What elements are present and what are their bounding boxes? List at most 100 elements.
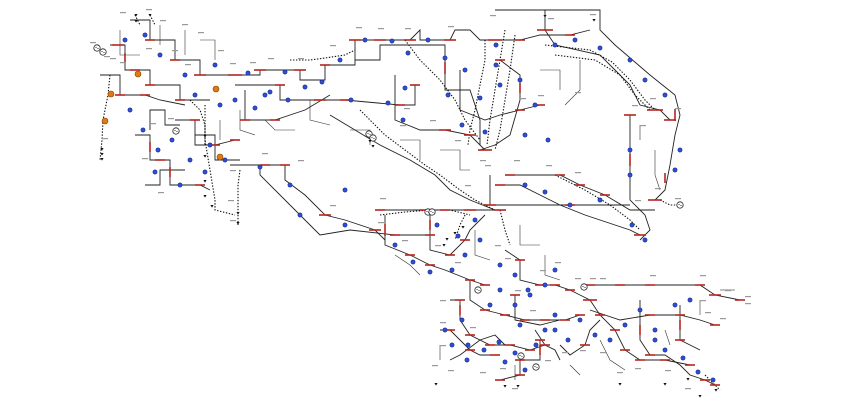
bus-label xyxy=(435,245,441,247)
bus-label xyxy=(262,153,268,155)
breaker-node xyxy=(496,339,502,345)
transmission-line xyxy=(200,39,216,60)
bus-label xyxy=(470,327,476,329)
transmission-line xyxy=(589,309,716,326)
load-arrow-icon xyxy=(368,140,372,143)
breaker-node xyxy=(502,359,508,365)
transmission-line xyxy=(679,305,701,351)
bus-label xyxy=(230,220,236,222)
bus-label xyxy=(495,245,501,247)
load-arrow-icon xyxy=(203,195,207,198)
bus-label xyxy=(555,262,561,264)
breaker-node xyxy=(493,42,499,48)
breaker-node xyxy=(362,37,368,43)
bus-label xyxy=(378,222,384,224)
bus-label xyxy=(168,118,174,120)
transmission-line xyxy=(100,74,186,106)
load-arrow-icon xyxy=(134,20,138,23)
load-arrow-icon xyxy=(592,19,596,22)
buses xyxy=(112,29,745,386)
bus-label xyxy=(575,278,581,280)
breaker-node xyxy=(157,52,163,58)
breaker-node xyxy=(459,122,465,128)
generator-wave xyxy=(100,50,106,54)
transmission-line xyxy=(235,84,416,106)
transmission-line xyxy=(489,175,630,206)
tie-line xyxy=(494,34,516,151)
highlight-node xyxy=(134,70,142,78)
breaker-node xyxy=(577,317,583,323)
breaker-node xyxy=(552,327,558,333)
bus-label xyxy=(485,165,491,167)
breaker-node xyxy=(552,312,558,318)
transmission-line xyxy=(329,114,496,211)
bus-label xyxy=(455,140,461,142)
breaker-node xyxy=(177,182,183,188)
breaker-node xyxy=(455,233,461,239)
bus-label xyxy=(538,95,544,97)
bus-label xyxy=(617,372,623,374)
tie-line xyxy=(237,169,241,225)
load-arrow-icon xyxy=(434,383,438,386)
transmission-line xyxy=(495,29,591,41)
breaker-node xyxy=(642,77,648,83)
transmission-line xyxy=(449,334,506,361)
bus-label xyxy=(515,290,521,292)
breaker-node xyxy=(187,157,193,163)
bus-label xyxy=(110,58,116,60)
bus-label xyxy=(182,24,188,26)
tie-line xyxy=(359,109,496,211)
bus-label xyxy=(562,352,568,354)
bus-label xyxy=(440,322,446,324)
breaker-node xyxy=(512,272,518,278)
breaker-node xyxy=(337,57,343,63)
tie-line xyxy=(134,14,141,26)
breaker-node xyxy=(629,222,635,228)
tie-line xyxy=(704,374,721,391)
transmission-line xyxy=(534,329,561,361)
load-arrow-icon xyxy=(134,14,138,17)
breaker-node xyxy=(462,67,468,73)
breaker-node xyxy=(597,197,603,203)
breaker-node xyxy=(565,337,571,343)
tie-line xyxy=(554,54,651,111)
transmission-line xyxy=(230,164,386,241)
bus-label xyxy=(675,108,681,110)
breaker-node xyxy=(402,85,408,91)
transmission-line xyxy=(544,10,671,121)
transmission-lines xyxy=(100,9,741,386)
bus-label xyxy=(120,62,126,64)
generators xyxy=(93,44,684,371)
breaker-node xyxy=(497,287,503,293)
breaker-node xyxy=(627,57,633,63)
transmission-line xyxy=(309,100,331,126)
bus-label xyxy=(402,240,408,242)
breaker-node xyxy=(533,342,539,348)
breaker-node xyxy=(552,42,558,48)
bus-label xyxy=(448,26,454,28)
load-arrow-icon xyxy=(236,222,240,225)
loads xyxy=(100,14,718,398)
transmission-line xyxy=(429,214,486,256)
breaker-node xyxy=(522,182,528,188)
breaker-node xyxy=(425,37,431,43)
transmission-line xyxy=(210,40,356,81)
load-arrow-icon xyxy=(100,148,104,151)
bus-label xyxy=(512,388,518,390)
breaker-node xyxy=(552,267,558,273)
transmission-line xyxy=(664,329,671,346)
transmission-line xyxy=(239,110,256,136)
transmission-line xyxy=(474,230,491,261)
bus-label xyxy=(158,192,164,194)
generator-wave xyxy=(94,46,100,50)
bus-label xyxy=(590,14,596,16)
breaker-node xyxy=(652,337,658,343)
breaker-node xyxy=(477,237,483,243)
breaker-node xyxy=(525,287,531,293)
breaker-node xyxy=(285,97,291,103)
load-arrow-icon xyxy=(663,383,667,386)
breaker-node xyxy=(662,92,668,98)
breaker-node xyxy=(512,302,518,308)
load-arrow-icon xyxy=(543,15,547,18)
bus-label xyxy=(142,158,148,160)
